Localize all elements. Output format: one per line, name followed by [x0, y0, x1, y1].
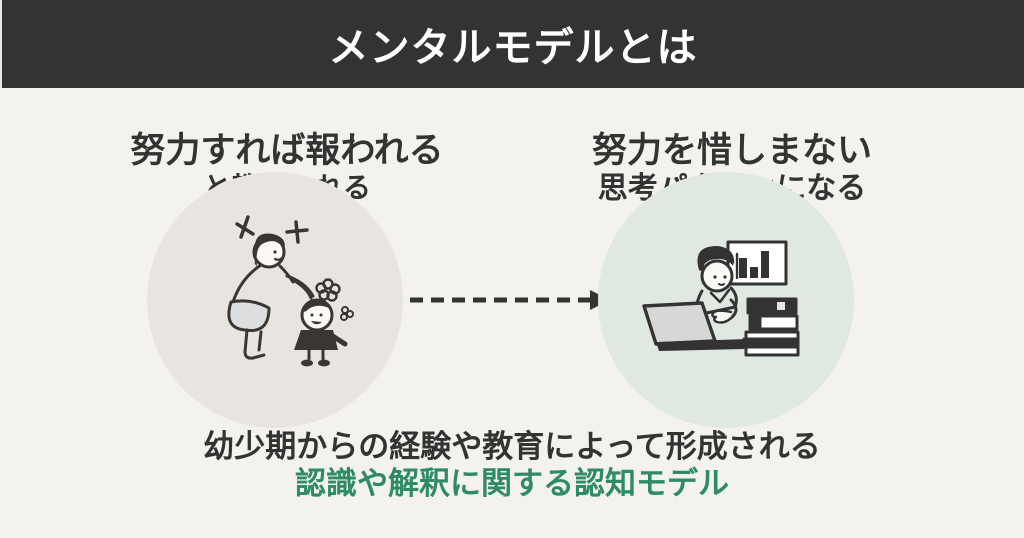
- definition-line-1: 幼少期からの経験や教育によって形成される: [203, 429, 821, 464]
- page-title: メンタルモデルとは: [328, 26, 698, 70]
- bar-chart-icon: [739, 251, 769, 278]
- book-stack-icon: [742, 297, 800, 357]
- effect-circle: [598, 172, 854, 428]
- dashed-arrow-icon: [410, 290, 610, 310]
- person-working-at-laptop-illustration: [642, 240, 800, 357]
- cause-heading: 努力すれば報われる: [130, 131, 444, 170]
- title-banner: メンタルモデルとは: [0, 0, 1024, 88]
- definition-line-2: 認識や解釈に関する認知モデル: [295, 466, 729, 501]
- cause-to-effect-arrow: [408, 288, 612, 312]
- effect-heading: 努力を惜しまない: [591, 131, 872, 170]
- cause-circle: [147, 172, 403, 428]
- mother-praising-child-illustration: [227, 215, 354, 367]
